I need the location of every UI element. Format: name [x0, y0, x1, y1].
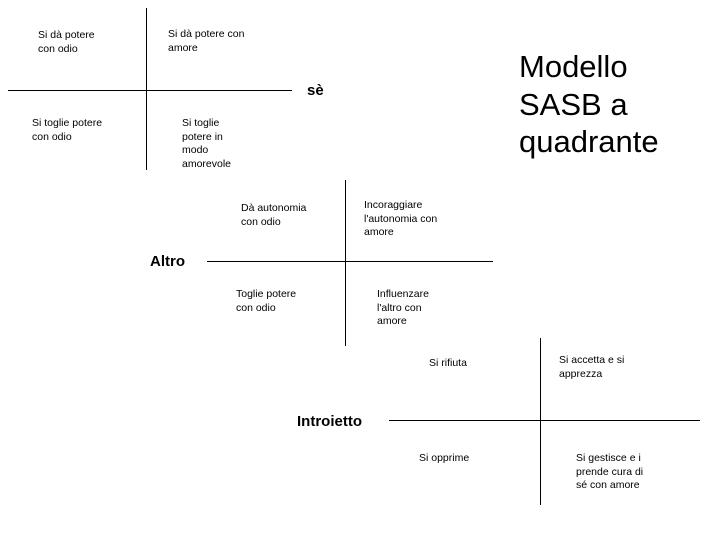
- altro-vertical-axis: [345, 180, 346, 346]
- se-vertical-axis: [146, 8, 147, 170]
- altro-axis-label: Altro: [150, 253, 185, 270]
- introietto-horizontal-axis: [389, 420, 700, 421]
- altro-cell-top-right: Incoraggiare l'autonomia con amore: [364, 199, 438, 238]
- altro-horizontal-axis: [207, 261, 493, 262]
- page-title: Modello SASB a quadrante: [519, 49, 659, 159]
- se-axis-label: sè: [307, 82, 324, 99]
- introietto-vertical-axis: [540, 338, 541, 505]
- altro-cell-top-left: Dà autonomia con odio: [241, 202, 307, 228]
- altro-cell-bottom-left: Toglie potere con odio: [236, 288, 297, 314]
- altro-cell-bottom-right: Influenzare l'altro con amore: [377, 288, 429, 327]
- introietto-cell-bottom-right: Si gestisce e i prende cura di sé con am…: [576, 452, 644, 491]
- introietto-cell-top-right: Si accetta e si apprezza: [559, 354, 625, 380]
- introietto-cell-top-left: Si rifiuta: [429, 357, 467, 369]
- se-cell-top-right: Si dà potere con amore: [168, 28, 245, 54]
- se-cell-bottom-left: Si toglie potere con odio: [32, 117, 103, 143]
- se-horizontal-axis: [8, 90, 292, 91]
- introietto-axis-label: Introietto: [297, 413, 362, 430]
- se-cell-top-left: Si dà potere con odio: [38, 29, 95, 55]
- se-cell-bottom-right: Si toglie potere in modo amorevole: [182, 117, 232, 170]
- introietto-cell-bottom-left: Si opprime: [419, 452, 470, 464]
